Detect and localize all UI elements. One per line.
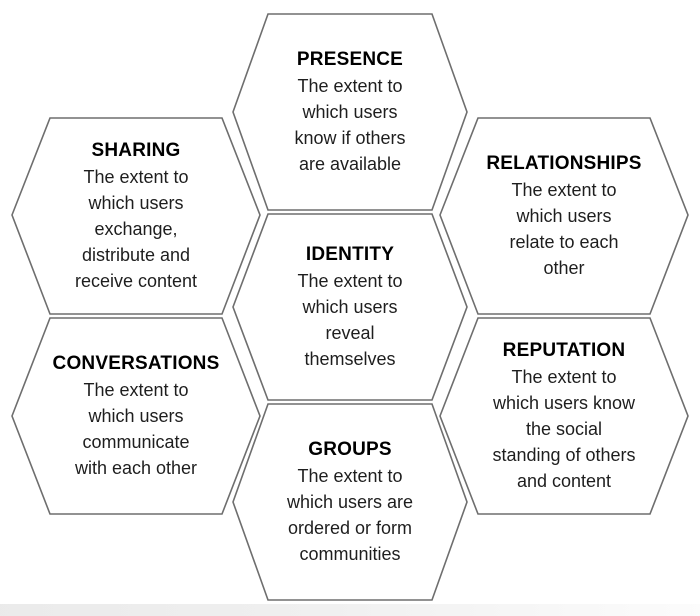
cell-title-identity: IDENTITY <box>305 244 395 265</box>
cell-body-reputation: The extent to which users know the socia… <box>492 367 636 491</box>
cell-title-reputation: REPUTATION <box>502 340 626 361</box>
cell-title-sharing: SHARING <box>91 140 181 161</box>
cell-title-presence: PRESENCE <box>296 49 404 70</box>
cell-title-relationships: RELATIONSHIPS <box>486 153 642 174</box>
hexagon-identity-outline <box>232 213 468 401</box>
cell-title-groups: GROUPS <box>308 439 392 460</box>
hexagon-relationships-outline <box>439 117 689 315</box>
hexagon-groups: GROUPS The extent to which users are ord… <box>245 404 455 600</box>
cell-body-conversations: The extent to which users communicate wi… <box>74 380 198 478</box>
hexagon-relationships: RELATIONSHIPS The extent to which users … <box>459 118 669 314</box>
hexagon-conversations-outline <box>11 317 261 515</box>
cell-body-relationships: The extent to which users relate to each… <box>509 180 619 278</box>
hexagon-conversations: CONVERSATIONS The extent to which users … <box>31 318 241 514</box>
hexagon-presence: PRESENCE The extent to which users know … <box>245 14 455 210</box>
hexagon-groups-outline <box>232 403 468 601</box>
hexagon-reputation-outline <box>439 317 689 515</box>
hexagon-sharing-outline <box>11 117 261 315</box>
hexagon-reputation: REPUTATION The extent to which users kno… <box>459 318 669 514</box>
cell-body-presence: The extent to which users know if others… <box>294 76 406 174</box>
scan-artifact-strip <box>0 604 700 616</box>
hexagon-presence-outline <box>232 13 468 211</box>
cell-body-identity: The extent to which users reveal themsel… <box>297 271 403 369</box>
hexagon-identity: IDENTITY The extent to which users revea… <box>245 214 455 400</box>
hexagon-sharing: SHARING The extent to which users exchan… <box>31 118 241 314</box>
cell-title-conversations: CONVERSATIONS <box>52 353 220 374</box>
cell-body-groups: The extent to which users are ordered or… <box>286 466 414 564</box>
cell-body-sharing: The extent to which users exchange, dist… <box>74 167 198 291</box>
